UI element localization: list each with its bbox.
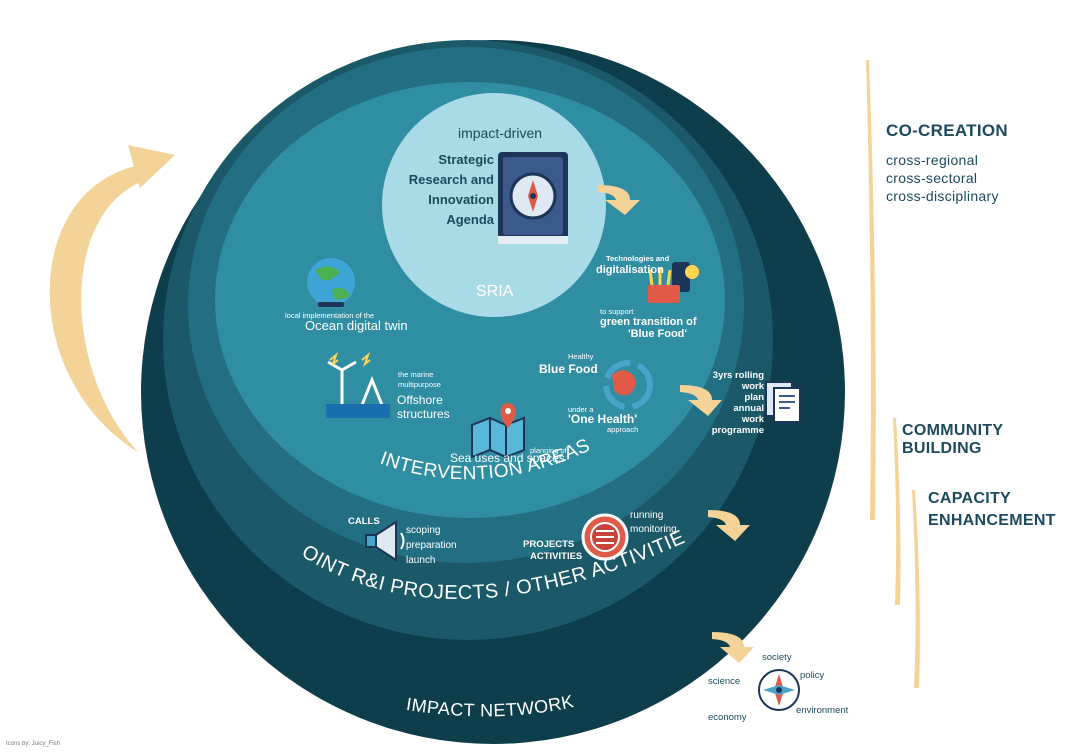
offshore-small-1: the marine: [398, 370, 434, 379]
digital-twin-small: local implementation of the: [285, 311, 375, 320]
digital-twin-main: Ocean digital twin: [305, 318, 408, 333]
co-creation-item: cross-sectoral: [886, 170, 978, 186]
documents-icon: [765, 381, 801, 423]
sria-title-line: Research and: [408, 172, 494, 187]
sea-uses-small: planning of: [530, 446, 567, 455]
calls-title: CALLS: [348, 516, 380, 527]
compass-society: society: [762, 652, 792, 663]
co-creation-item: cross-regional: [886, 152, 979, 168]
blue-food-small-3: approach: [607, 425, 639, 434]
work-plan-line: work: [741, 414, 764, 425]
blue-food-small-1: Healthy: [568, 352, 594, 361]
work-plan-line: 3yrs rolling: [712, 370, 764, 381]
megaphone-icon: [365, 520, 405, 562]
offshore-main-1: Offshore: [397, 393, 443, 407]
blue-food-small-2: under a: [568, 405, 594, 414]
calls-steps: scoping preparation launch: [406, 523, 457, 568]
compass-icon: [758, 669, 800, 711]
calls-step: launch: [406, 555, 436, 566]
target-icon: [581, 513, 629, 561]
calls-step: preparation: [406, 540, 457, 551]
sria-title-line: Innovation: [428, 192, 494, 207]
projects-steps: running monitoring: [630, 509, 677, 537]
sria-title-line: Agenda: [446, 212, 494, 227]
side-strokes: [866, 60, 920, 688]
compass-science: science: [708, 676, 741, 687]
calls-step: scoping: [406, 525, 441, 536]
projects-title-1: PROJECTS: [523, 539, 575, 550]
capacity-line-2: ENHANCEMENT: [928, 512, 1056, 529]
community-line-1: COMMUNITY: [902, 422, 1004, 439]
blue-food-main-1: Blue Food: [539, 362, 598, 376]
cycle-arrow: [49, 145, 175, 452]
sria-circle: [382, 93, 606, 317]
work-plan-text: 3yrs rolling work plan annual work progr…: [702, 370, 764, 436]
work-plan-line: programme: [711, 425, 764, 436]
small-arrows: [598, 185, 754, 663]
co-creation-item: cross-disciplinary: [886, 188, 999, 204]
offshore-main-2: structures: [397, 407, 450, 421]
capacity-line-1: CAPACITY: [928, 490, 1011, 507]
compass-environment: environment: [796, 705, 849, 716]
work-plan-line: plan: [744, 392, 764, 403]
sria-label: SRIA: [476, 283, 514, 300]
agenda-book-icon: [498, 152, 568, 244]
transition-main-2: 'Blue Food': [628, 328, 688, 340]
impact-driven-tag: impact-driven: [458, 125, 543, 141]
transition-small: to support: [600, 307, 634, 316]
blue-food-icon: [603, 360, 653, 410]
work-plan-line: work: [741, 381, 764, 392]
tech-small: Technologies and: [606, 254, 670, 263]
sea-map-icon: [471, 403, 525, 459]
blue-food-main-2: 'One Health': [568, 412, 638, 426]
community-line-2: BUILDING: [902, 440, 982, 457]
projects-step: running: [630, 510, 664, 521]
projects-step: monitoring: [630, 524, 677, 535]
compass-economy: economy: [708, 712, 747, 723]
sria-title: Strategic Research and Innovation Agenda: [378, 150, 494, 230]
work-plan-line: annual: [733, 403, 764, 414]
compass-policy: policy: [800, 670, 825, 681]
tech-main: digitalisation: [596, 264, 664, 276]
transition-main-1: green transition of: [600, 316, 697, 328]
co-creation-title: CO-CREATION: [886, 121, 1008, 140]
sria-title-line: Strategic: [438, 152, 494, 167]
icon-credit: Icons by: Juicy_Fish: [6, 741, 61, 747]
offshore-small-2: multipurpose: [398, 380, 441, 389]
globe-icon: [307, 258, 355, 307]
technology-icon: [648, 262, 699, 303]
sea-uses-main: Sea uses and spaces: [450, 451, 565, 465]
offshore-wind-icon: [326, 351, 390, 418]
projects-title-2: ACTIVITIES: [530, 551, 583, 562]
